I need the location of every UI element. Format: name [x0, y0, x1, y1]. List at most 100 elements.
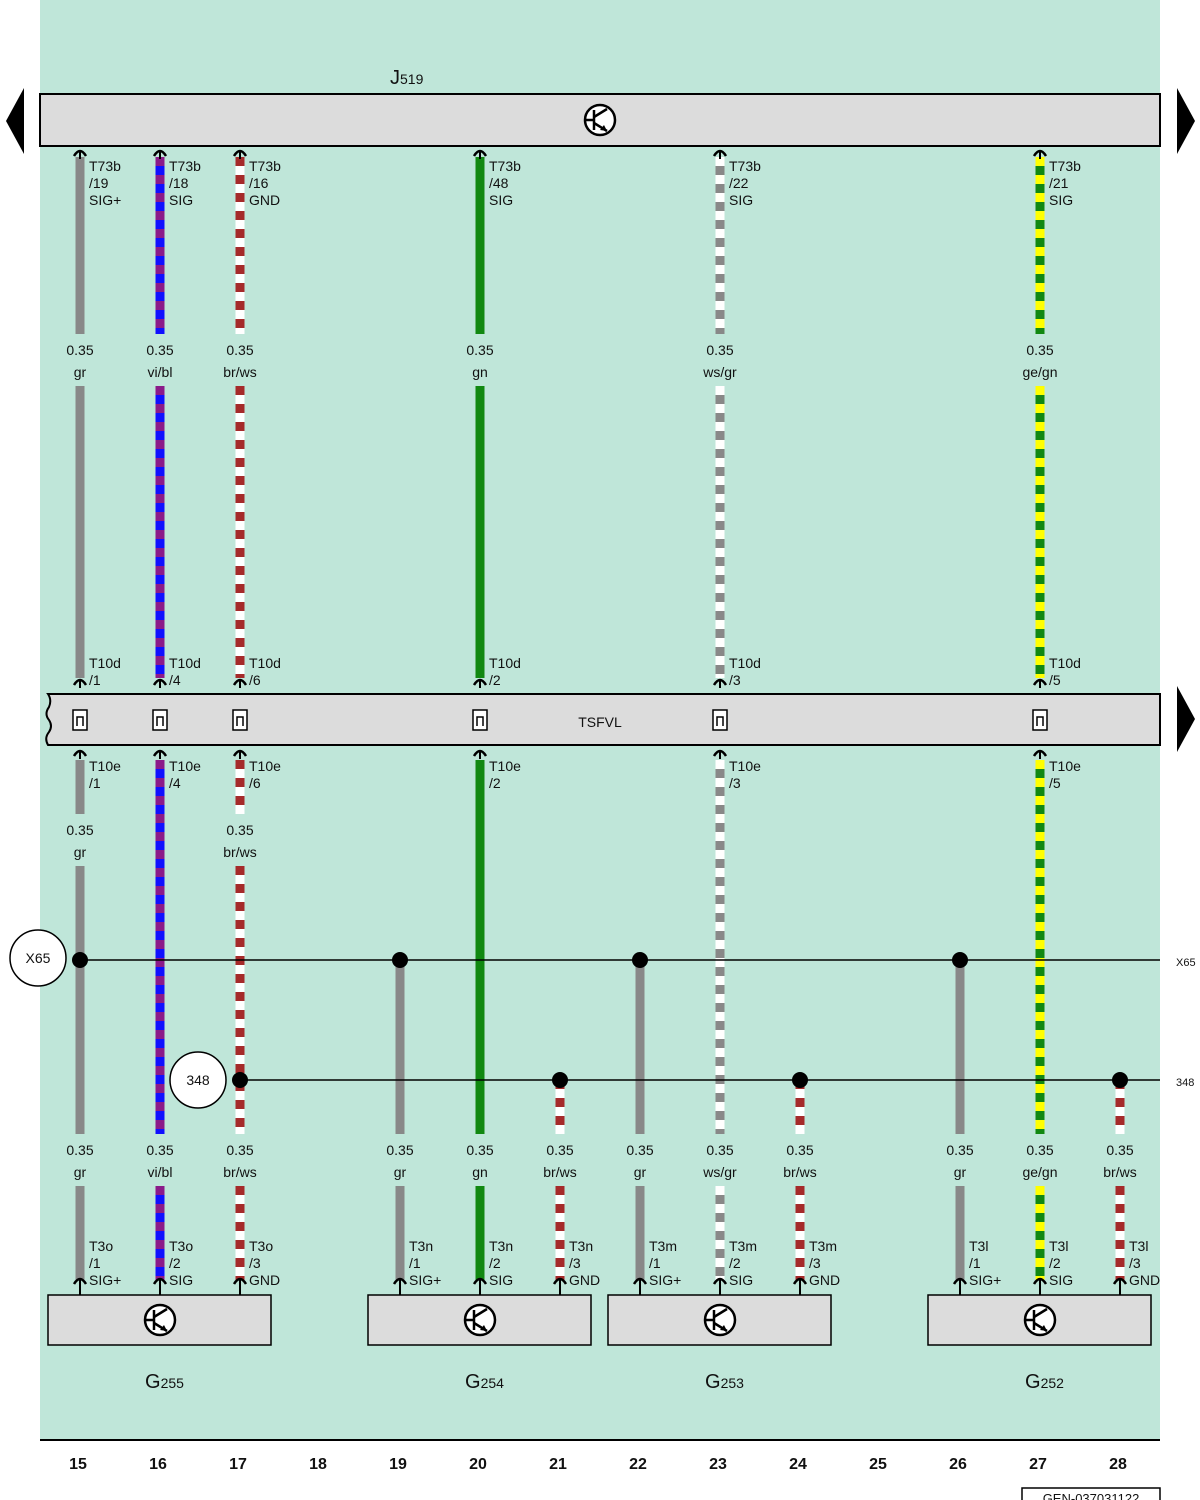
- wire-color-label: br/ws: [223, 1164, 256, 1180]
- wire-stripe: [155, 413, 165, 422]
- connector-label: /2: [489, 775, 501, 791]
- wire-stripe: [715, 1093, 725, 1102]
- connector-label: T73b: [169, 158, 201, 174]
- transistor-icon: [583, 103, 617, 137]
- wire-color-label: ws/gr: [702, 364, 737, 380]
- pin-connector-icon: [232, 749, 248, 757]
- wire-stripe: [715, 1039, 725, 1048]
- connector-label: T3m: [649, 1238, 677, 1254]
- connector-label: SIG: [729, 192, 753, 208]
- wire-stripe: [235, 395, 245, 404]
- connector-label: SIG: [729, 1272, 753, 1288]
- wire-stripe: [1035, 395, 1045, 404]
- wire-stripe: [155, 1093, 165, 1102]
- connector-label: /1: [89, 1255, 101, 1271]
- wire-stripe: [1115, 1125, 1125, 1134]
- wire-stripe: [1035, 665, 1045, 674]
- wire-stripe: [155, 539, 165, 548]
- wire-stripe: [715, 485, 725, 494]
- x65-right-label: X65: [1176, 957, 1196, 969]
- wire-stripe: [1035, 805, 1045, 814]
- wire-segment: [395, 960, 405, 1134]
- wire-stripe: [155, 787, 165, 796]
- wire-segment: [1035, 386, 1045, 678]
- wire-color-label: vi/bl: [148, 1164, 173, 1180]
- connector-label: SIG: [489, 192, 513, 208]
- wire-stripe: [235, 256, 245, 265]
- transistor-icon: [703, 1303, 737, 1337]
- wire-color-label: gn: [472, 1164, 488, 1180]
- wire-stripe: [235, 503, 245, 512]
- pin-connector-icon: [152, 149, 168, 157]
- wire-segment: [955, 960, 965, 1134]
- pass-through-icon: [472, 709, 488, 731]
- wire-stripe: [715, 395, 725, 404]
- connector-label: /3: [729, 775, 741, 791]
- wire-stripe: [155, 467, 165, 476]
- tsfvl-bar: [45, 693, 1161, 746]
- wire-stripe: [1035, 931, 1045, 940]
- wire-segment: [75, 1186, 85, 1280]
- wire-stripe: [1035, 859, 1045, 868]
- wire-color-label: ge/gn: [1022, 364, 1057, 380]
- wire-stripe: [795, 1249, 805, 1258]
- column-number: 20: [469, 1456, 487, 1473]
- g252-label: G252: [1025, 1371, 1064, 1393]
- wire-stripe: [1035, 823, 1045, 832]
- wire-segment: [235, 386, 245, 678]
- wire-color-label: br/ws: [223, 364, 256, 380]
- wire-stripe: [155, 328, 165, 334]
- wire-segment: [1035, 760, 1045, 1134]
- wire-stripe: [155, 895, 165, 904]
- drawing-code-label: GEN-037031122: [1043, 1491, 1140, 1500]
- connector-label: T3l: [1049, 1238, 1068, 1254]
- connector-label: /22: [729, 175, 749, 191]
- wire-stripe: [1035, 841, 1045, 850]
- wire-stripe: [155, 665, 165, 674]
- wire-stripe: [715, 841, 725, 850]
- pin-connector-icon: [952, 1277, 968, 1285]
- pin-connector-icon: [72, 149, 88, 157]
- pin-connector-icon: [152, 1277, 168, 1285]
- wire-stripe: [1035, 557, 1045, 566]
- wire-stripe: [155, 967, 165, 976]
- connector-label: GND: [249, 192, 280, 208]
- wire-size-label: 0.35: [226, 342, 253, 358]
- g255-label: G255: [145, 1371, 184, 1393]
- pin-connector-icon: [152, 749, 168, 757]
- wire-stripe: [1035, 1213, 1045, 1222]
- wire-stripe: [155, 274, 165, 283]
- wire-stripe: [715, 292, 725, 301]
- wire-stripe: [795, 1089, 805, 1098]
- wire-stripe: [235, 539, 245, 548]
- wire-segment: [155, 760, 165, 1134]
- junction-dot: [632, 952, 648, 968]
- wire-stripe: [235, 310, 245, 319]
- wire-stripe: [235, 611, 245, 620]
- wire-stripe: [795, 1107, 805, 1116]
- connector-label: T3n: [409, 1238, 433, 1254]
- transistor-icon: [1023, 1303, 1057, 1337]
- wire-size-label: 0.35: [1026, 1142, 1053, 1158]
- wire-col-17: T73b/16GND0.35br/wsT10d/6T10e/60.35br/ws…: [223, 149, 281, 1295]
- wire-stripe: [155, 557, 165, 566]
- connector-label: /1: [649, 1255, 661, 1271]
- pin-connector-icon: [712, 1277, 728, 1285]
- connector-label: /1: [409, 1255, 421, 1271]
- connector-label: /2: [489, 672, 501, 688]
- pin-connector-icon: [1032, 1277, 1048, 1285]
- wire-col-23: T73b/22SIG0.35ws/grT10d/3T10e/30.35ws/gr…: [702, 149, 761, 1295]
- junction-dot: [952, 952, 968, 968]
- wire-stripe: [155, 575, 165, 584]
- wire-stripe: [155, 769, 165, 778]
- wire-segment: [635, 1186, 645, 1280]
- connector-label: T10d: [729, 655, 761, 671]
- pin-connector-icon: [552, 1277, 568, 1285]
- wire-stripe: [155, 1129, 165, 1134]
- arrow-left-icon: [6, 88, 24, 154]
- column-number: 23: [709, 1456, 727, 1473]
- wire-stripe: [155, 202, 165, 211]
- connector-label: T73b: [1049, 158, 1081, 174]
